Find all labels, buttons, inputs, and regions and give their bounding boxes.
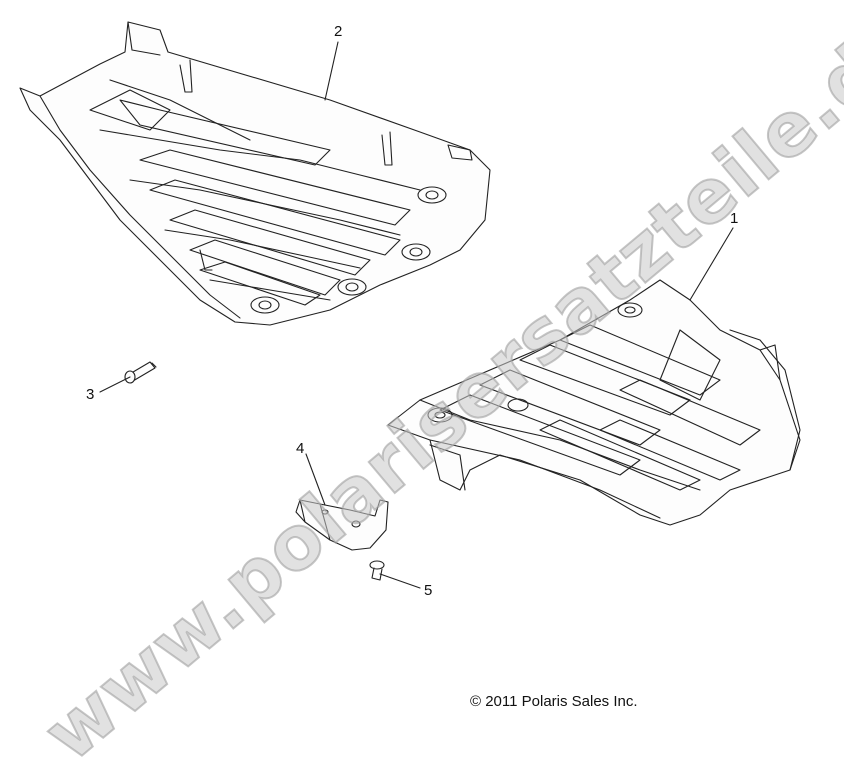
callout-3: 3 (86, 386, 95, 403)
callout-4: 4 (296, 440, 305, 457)
skid-plate-part-2 (19, 21, 491, 326)
leader-line-1 (689, 227, 734, 301)
leader-line-5 (379, 573, 421, 589)
callout-5: 5 (424, 582, 433, 599)
leader-line-2 (324, 41, 339, 101)
callout-1: 1 (730, 210, 739, 227)
parts-diagram (19, 21, 801, 589)
leader-line-4 (305, 453, 326, 506)
bracket-part-4 (295, 499, 389, 551)
skid-plate-part-1 (387, 279, 801, 526)
callout-2: 2 (334, 23, 343, 40)
bolt-part-3 (124, 361, 157, 384)
copyright-text: © 2011 Polaris Sales Inc. (470, 693, 638, 710)
rivet-part-5 (369, 560, 385, 581)
leader-line-3 (99, 376, 131, 393)
